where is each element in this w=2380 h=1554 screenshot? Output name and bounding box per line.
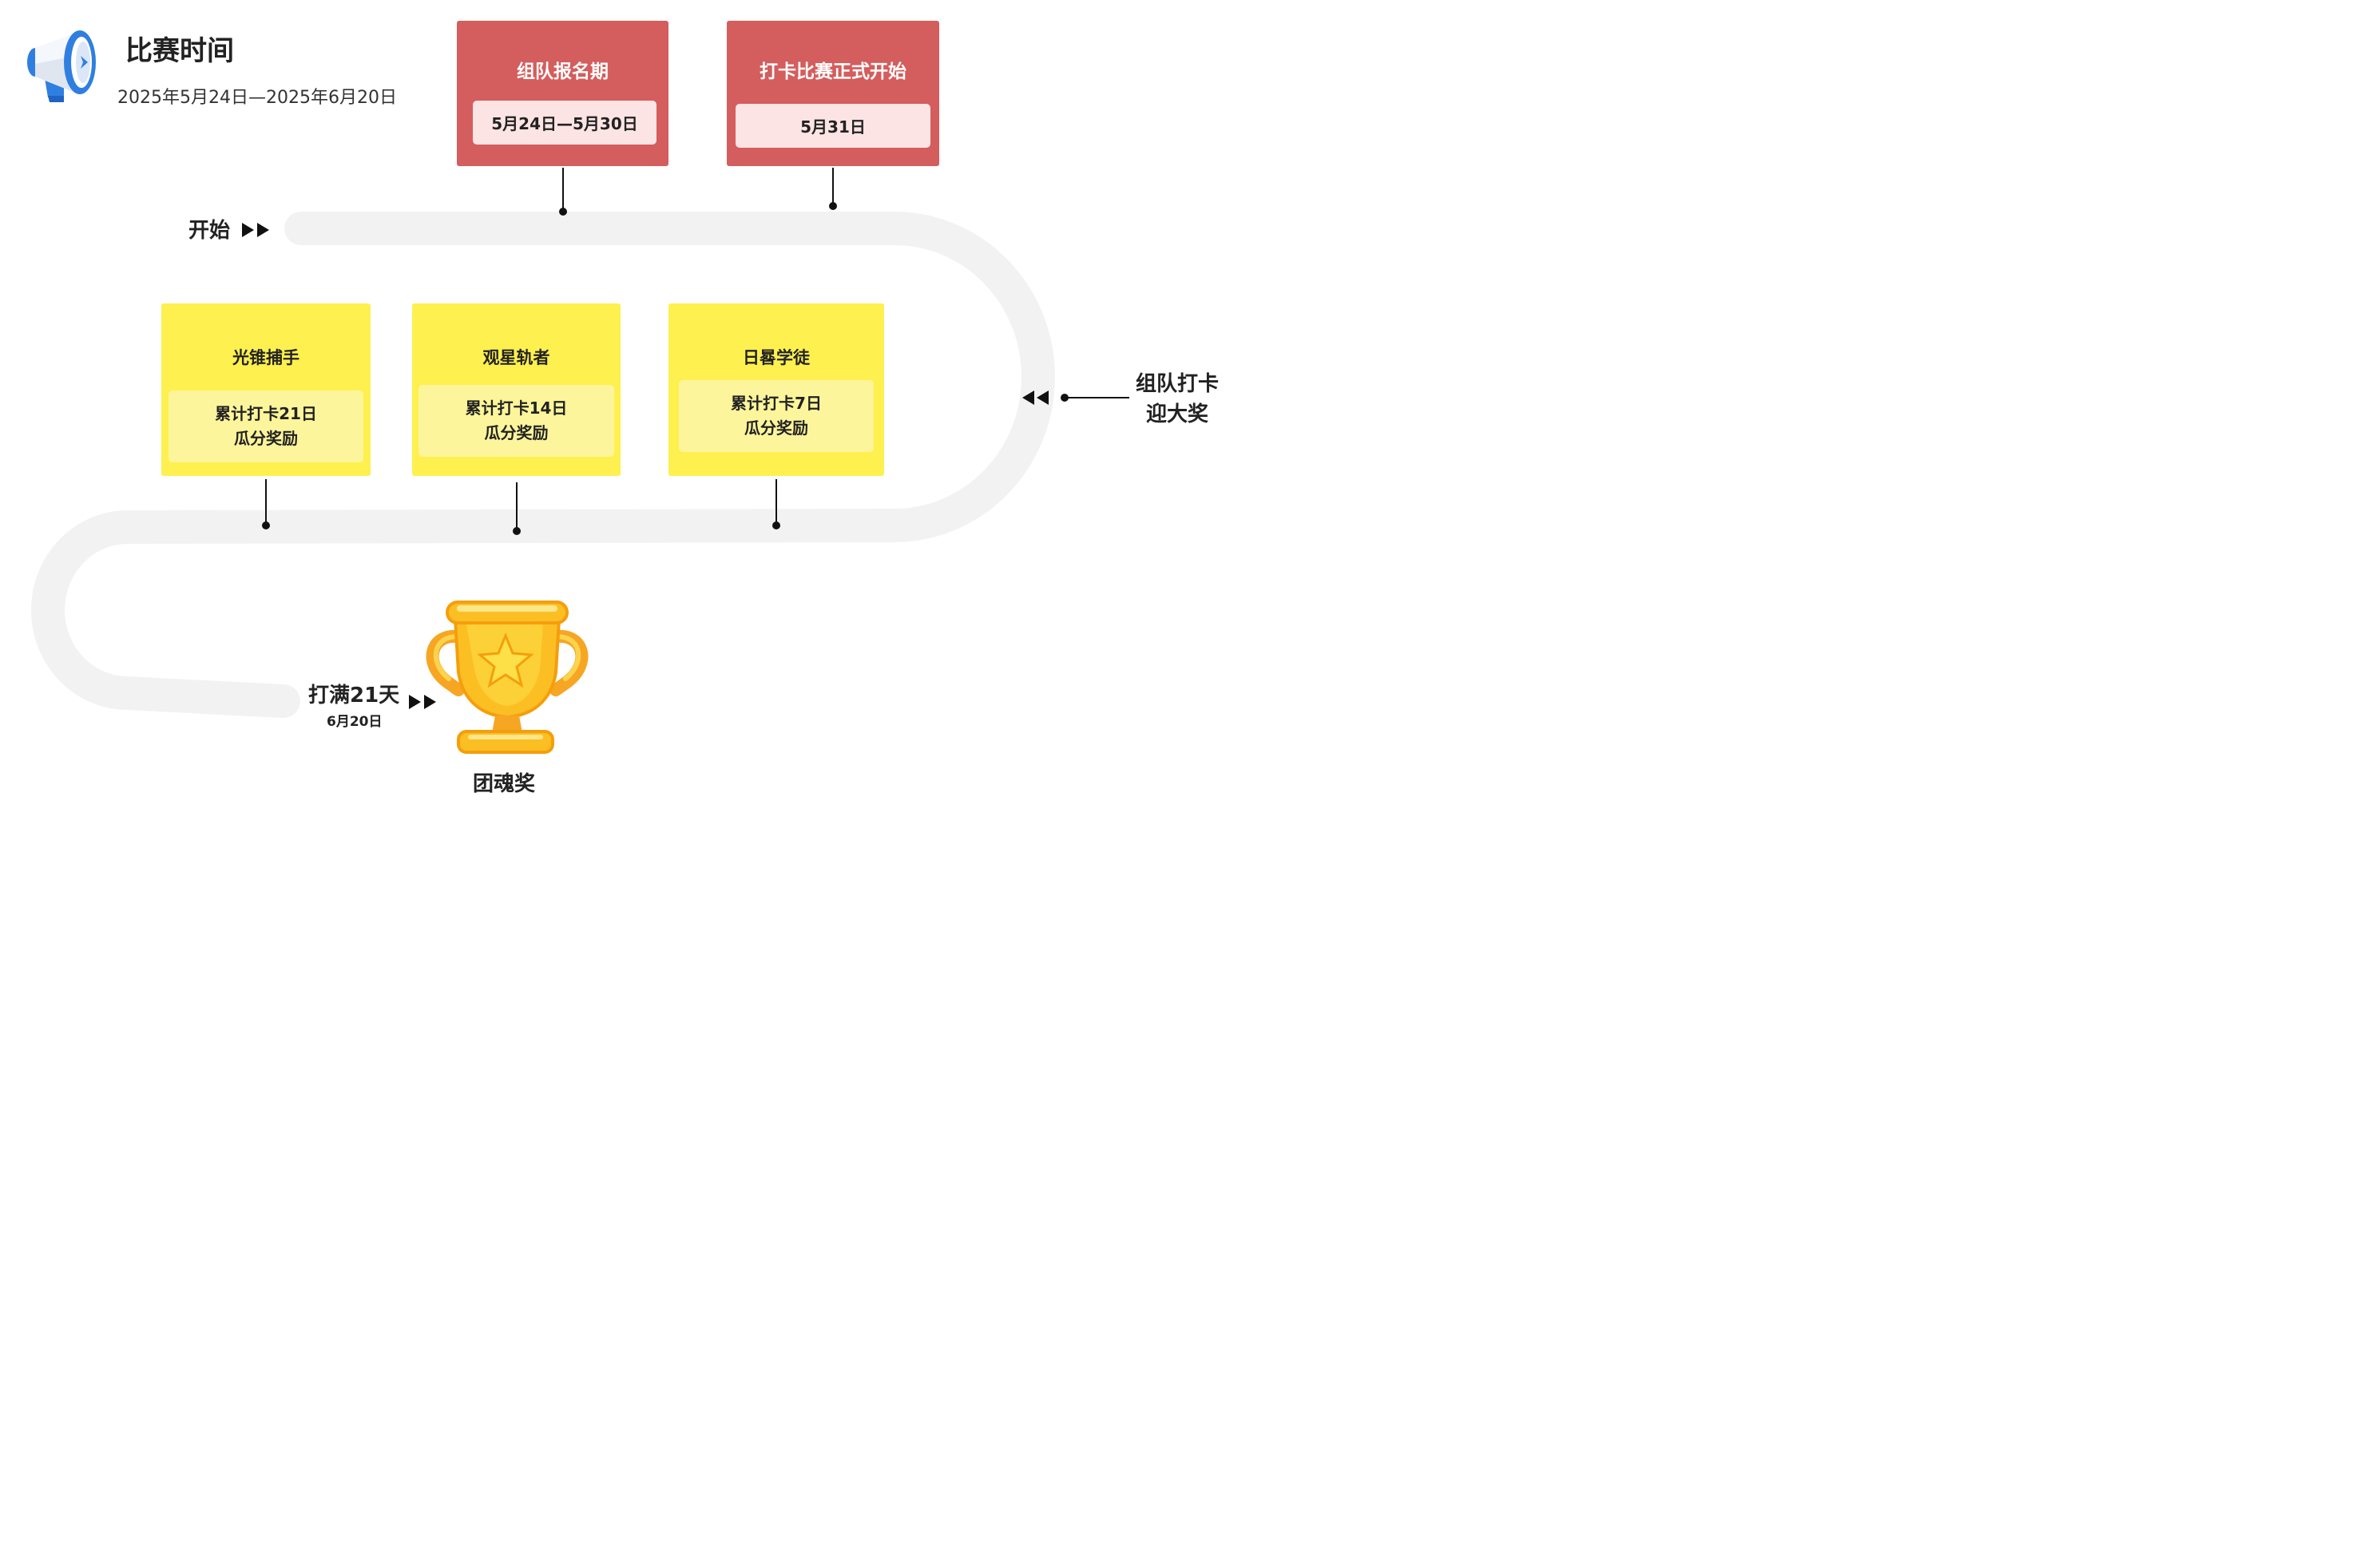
reward-detail-line2: 瓜分奖励 <box>744 418 808 438</box>
trophy-label: 团魂奖 <box>473 772 536 796</box>
side-label-line1: 组队打卡 <box>1135 372 1219 396</box>
start-label: 开始 <box>188 219 231 243</box>
connector-milestone-1 <box>559 168 567 216</box>
side-label: 组队打卡 迎大奖 <box>1129 369 1225 430</box>
reward-detail-line2: 瓜分奖励 <box>234 429 298 448</box>
reward-card-14-days: 观星轨者 累计打卡14日 瓜分奖励 <box>412 303 621 476</box>
connector-side <box>1061 394 1129 402</box>
milestone-date: 5月24日—5月30日 <box>473 101 656 145</box>
milestone-card-signup: 组队报名期 5月24日—5月30日 <box>457 21 668 166</box>
reward-detail-line1: 累计打卡7日 <box>731 394 822 413</box>
finish-arrows-icon <box>409 695 436 709</box>
milestone-title: 打卡比赛正式开始 <box>760 61 906 82</box>
reward-detail-line1: 累计打卡14日 <box>465 398 568 418</box>
reward-title: 观星轨者 <box>482 348 550 367</box>
start-arrows-icon <box>242 223 269 237</box>
connector-reward-1 <box>262 479 270 529</box>
reward-card-7-days: 日晷学徒 累计打卡7日 瓜分奖励 <box>668 303 884 476</box>
contest-date-range: 2025年5月24日—2025年6月20日 <box>117 88 397 108</box>
reward-detail: 累计打卡21日 瓜分奖励 <box>169 390 363 462</box>
milestone-card-contest-start: 打卡比赛正式开始 5月31日 <box>727 21 939 166</box>
side-label-line2: 迎大奖 <box>1145 402 1208 426</box>
megaphone-icon <box>27 30 96 102</box>
reward-card-21-days: 光锥捕手 累计打卡21日 瓜分奖励 <box>161 303 371 476</box>
trophy-icon <box>426 601 589 754</box>
milestone-date: 5月31日 <box>736 104 930 148</box>
reward-detail: 累计打卡14日 瓜分奖励 <box>418 385 614 457</box>
finish-date: 6月20日 <box>327 714 383 730</box>
track-path <box>31 212 1055 718</box>
connector-milestone-2 <box>829 168 837 210</box>
connector-reward-2 <box>513 482 521 535</box>
reward-detail: 累计打卡7日 瓜分奖励 <box>679 380 874 452</box>
reward-detail-line2: 瓜分奖励 <box>484 423 549 442</box>
connector-reward-3 <box>772 479 780 529</box>
reward-title: 日晷学徒 <box>743 348 810 367</box>
reward-title: 光锥捕手 <box>232 348 299 367</box>
reward-detail-line1: 累计打卡21日 <box>215 404 317 423</box>
finish-label: 打满21天 <box>308 684 400 708</box>
milestone-title: 组队报名期 <box>517 61 609 82</box>
page-title: 比赛时间 <box>125 35 234 67</box>
side-arrows-icon <box>1022 390 1049 405</box>
timeline-track <box>31 168 1129 718</box>
